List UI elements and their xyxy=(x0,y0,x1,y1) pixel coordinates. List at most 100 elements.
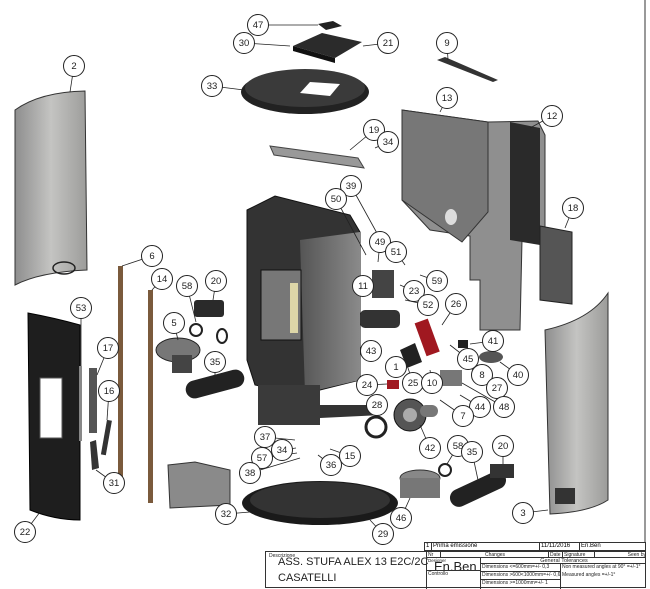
tolerance-1: Dimensions <=600mm=+/- 0,3 xyxy=(481,564,561,572)
callout-38: 38 xyxy=(239,462,261,484)
checked-label: Controllo xyxy=(427,571,481,589)
part-17-profile xyxy=(89,368,97,433)
part-3-side-panel xyxy=(544,291,609,515)
part-ash-drawer xyxy=(167,461,231,509)
part-40-valve xyxy=(479,351,503,363)
revision-number: 1 xyxy=(425,543,432,551)
part-41-sensor xyxy=(458,340,468,348)
part-6-strip xyxy=(118,266,123,479)
callout-12: 12 xyxy=(541,105,563,127)
callout-34: 34 xyxy=(271,439,293,461)
callout-5: 5 xyxy=(163,312,185,334)
part-35-hose xyxy=(185,369,245,399)
callout-27: 27 xyxy=(486,377,508,399)
callout-51: 51 xyxy=(385,241,407,263)
callout-53: 53 xyxy=(70,297,92,319)
callout-26: 26 xyxy=(445,293,467,315)
designer-name: En.Ben xyxy=(434,559,477,571)
callout-35: 35 xyxy=(461,441,483,463)
callout-21: 21 xyxy=(377,32,399,54)
part-31-latch xyxy=(90,440,99,470)
callout-2: 2 xyxy=(63,55,85,77)
part-20b-flange xyxy=(490,464,514,478)
callout-45: 45 xyxy=(457,348,479,370)
part-28-gasket xyxy=(364,415,388,439)
callout-47: 47 xyxy=(247,14,269,36)
description-label: Descrizione xyxy=(269,553,296,559)
designer-cell: Designer En.Ben xyxy=(427,558,481,571)
callout-10: 10 xyxy=(421,372,443,394)
part-42-blower xyxy=(393,398,438,432)
part-19-bracket xyxy=(269,145,365,169)
tolerance-3: Dimensions >=1000mm=+/- 1 xyxy=(481,580,561,589)
revision-row: 1 Prima emissione 11/11/2016 En.Ben xyxy=(424,542,646,551)
callout-59: 59 xyxy=(426,270,448,292)
header-changes: Changes xyxy=(441,552,549,558)
callout-39: 39 xyxy=(340,175,362,197)
part-16-handle xyxy=(100,419,112,456)
callout-40: 40 xyxy=(507,364,529,386)
callout-46: 46 xyxy=(390,507,412,529)
part-58-ring xyxy=(189,323,203,337)
part-48-motor xyxy=(440,370,462,386)
part-47-cover xyxy=(318,21,342,30)
callout-13: 13 xyxy=(436,87,458,109)
part-5-fan xyxy=(155,337,201,373)
part-30-lid xyxy=(293,33,362,63)
designer-label: Designer xyxy=(428,558,447,563)
callout-20: 20 xyxy=(492,435,514,457)
revision-author: En.Ben xyxy=(580,543,646,551)
part-2-side-panel xyxy=(14,90,88,286)
revision-date: 11/11/2016 xyxy=(540,543,580,551)
callout-22: 22 xyxy=(14,521,36,543)
part-18-rear-grille xyxy=(539,225,573,305)
callout-58: 58 xyxy=(176,275,198,297)
callout-18: 18 xyxy=(562,197,584,219)
callout-16: 16 xyxy=(98,380,120,402)
callout-24: 24 xyxy=(356,374,378,396)
callout-33: 33 xyxy=(201,75,223,97)
header-nr: Nr xyxy=(427,552,441,558)
description-line-2: CASATELLI xyxy=(278,572,337,584)
callout-6: 6 xyxy=(141,245,163,267)
callout-36: 36 xyxy=(320,454,342,476)
header-date: Date xyxy=(549,552,563,558)
callout-32: 32 xyxy=(215,503,237,525)
part-9-bar xyxy=(437,57,498,82)
callout-50: 50 xyxy=(325,188,347,210)
part-1-igniter xyxy=(360,310,400,328)
callout-14: 14 xyxy=(151,268,173,290)
callout-15: 15 xyxy=(339,445,361,467)
callout-20: 20 xyxy=(205,270,227,292)
part-53-rod xyxy=(79,366,82,441)
callout-9: 9 xyxy=(436,32,458,54)
callout-42: 42 xyxy=(419,437,441,459)
part-22-front-panel xyxy=(27,312,81,521)
callout-28: 28 xyxy=(366,394,388,416)
callout-3: 3 xyxy=(512,502,534,524)
part-14-strip xyxy=(148,290,153,503)
part-35b-hose xyxy=(449,471,507,507)
main-stove-body xyxy=(246,195,382,425)
callout-52: 52 xyxy=(417,294,439,316)
callout-31: 31 xyxy=(103,472,125,494)
description-line-1: ASS. STUFA ALEX 13 E2C/2C xyxy=(278,556,429,568)
part-46-fan xyxy=(399,469,441,498)
title-block: Descrizione ASS. STUFA ALEX 13 E2C/2C CA… xyxy=(265,551,646,589)
part-33-top-grille xyxy=(241,69,369,114)
part-58b-ring xyxy=(438,463,452,477)
callout-17: 17 xyxy=(97,337,119,359)
callout-41: 41 xyxy=(482,330,504,352)
callout-35: 35 xyxy=(204,351,226,373)
callout-30: 30 xyxy=(233,32,255,54)
callout-29: 29 xyxy=(372,523,394,545)
callout-7: 7 xyxy=(452,405,474,427)
tolerance-2: Dimensions >600<1000mm=+/- 0,6 xyxy=(481,572,561,580)
part-26-auger xyxy=(414,318,440,357)
revision-description: Prima emissione xyxy=(432,543,540,551)
part-20-bracket xyxy=(194,300,224,317)
angle-tolerance-2: Measured angles =+/-1° xyxy=(562,572,616,578)
callout-1: 1 xyxy=(385,356,407,378)
callout-48: 48 xyxy=(493,396,515,418)
